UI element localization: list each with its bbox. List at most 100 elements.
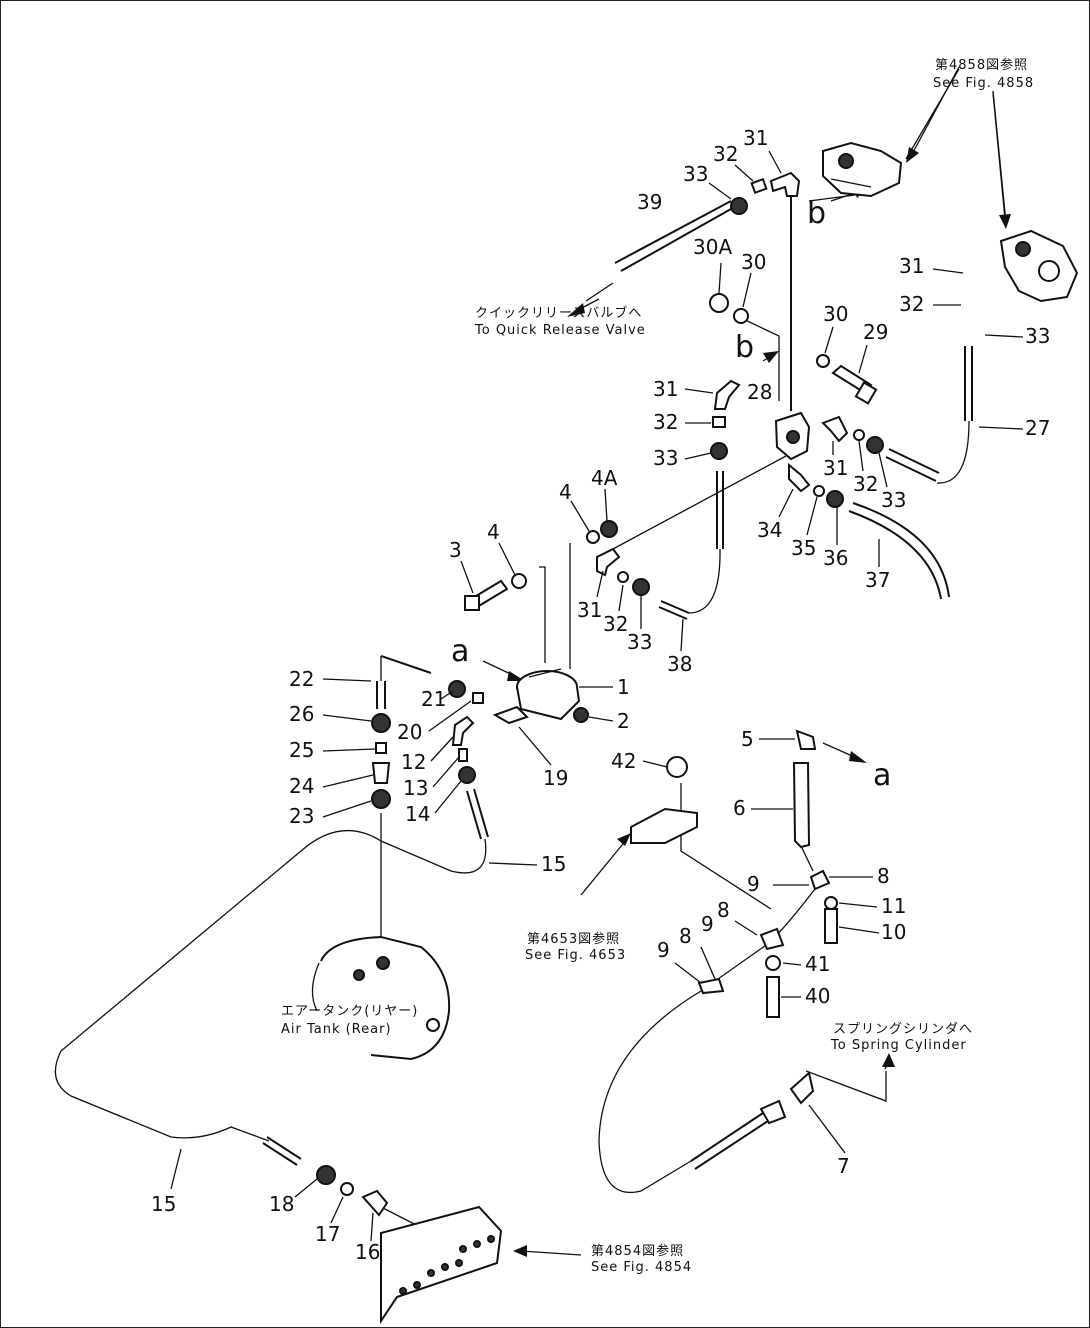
label-28: 28	[747, 380, 772, 404]
elbow-5	[795, 729, 817, 750]
label-31: 31	[653, 377, 678, 401]
label-29: 29	[863, 320, 888, 344]
arrows	[482, 66, 1011, 1257]
nut-30A	[709, 293, 729, 313]
label-41: 41	[805, 952, 830, 976]
label-11: 11	[881, 894, 906, 918]
air-tank-rear	[311, 935, 451, 1061]
label-17: 17	[315, 1222, 340, 1246]
marker-b: b	[735, 330, 754, 365]
label-7: 7	[837, 1154, 850, 1178]
label-9: 9	[747, 872, 760, 896]
part-number-labels: 31 32 33 39 30A 30 30 29 31 28 32 33 31 …	[151, 126, 1050, 1264]
label-13: 13	[403, 776, 428, 800]
label-32: 32	[653, 410, 678, 434]
relay-valve-upper	[822, 141, 903, 198]
hose-6	[792, 762, 811, 849]
note-spring-cyl-en: To Spring Cylinder	[830, 1038, 967, 1053]
label-4A: 4A	[591, 466, 618, 490]
label-1: 1	[617, 675, 630, 699]
reference-markers: a a b b	[451, 196, 891, 793]
label-37: 37	[865, 568, 890, 592]
label-4: 4	[487, 520, 500, 544]
label-30A: 30A	[693, 235, 732, 259]
pipe-lines	[54, 68, 1007, 1254]
note-quick-release-jp: クイックリリースバルブへ	[475, 305, 642, 321]
label-21: 21	[421, 687, 446, 711]
label-39: 39	[637, 190, 662, 214]
tube-22	[380, 655, 432, 674]
label-26: 26	[289, 702, 314, 726]
components	[311, 141, 1079, 1325]
label-31: 31	[743, 126, 768, 150]
label-40: 40	[805, 984, 830, 1008]
label-32: 32	[899, 292, 924, 316]
marker-a: a	[873, 758, 891, 793]
label-8: 8	[717, 898, 730, 922]
marker-a: a	[451, 634, 469, 669]
note-fig4858-en: See Fig. 4858	[933, 76, 1034, 91]
label-15: 15	[541, 852, 566, 876]
label-14: 14	[405, 802, 430, 826]
hose-37	[848, 510, 942, 600]
label-8: 8	[679, 924, 692, 948]
label-9: 9	[657, 938, 670, 962]
leader-lines	[170, 150, 1024, 1242]
label-2: 2	[617, 709, 630, 733]
note-air-tank-en: Air Tank (Rear)	[281, 1022, 392, 1037]
note-spring-cyl-jp: スプリングシリンダへ	[833, 1022, 973, 1037]
label-31: 31	[823, 456, 848, 480]
note-fig4854-jp: 第4854図参照	[591, 1243, 684, 1259]
tube-39	[620, 208, 732, 272]
label-3: 3	[449, 538, 462, 562]
label-34: 34	[757, 518, 782, 542]
label-19: 19	[543, 766, 568, 790]
label-30: 30	[741, 250, 766, 274]
nut-26	[371, 713, 391, 733]
hose-long	[598, 942, 770, 1193]
washer-30	[733, 308, 749, 324]
label-15: 15	[151, 1192, 176, 1216]
label-23: 23	[289, 804, 314, 828]
label-10: 10	[881, 920, 906, 944]
label-36: 36	[823, 546, 848, 570]
label-32: 32	[603, 612, 628, 636]
label-4: 4	[559, 480, 572, 504]
valve-1	[516, 668, 589, 723]
label-20: 20	[397, 720, 422, 744]
label-32: 32	[853, 472, 878, 496]
label-8: 8	[877, 864, 890, 888]
label-33: 33	[881, 488, 906, 512]
note-fig4653-en: See Fig. 4653	[525, 948, 626, 963]
label-35: 35	[791, 536, 816, 560]
hose-7	[690, 1110, 767, 1162]
label-33: 33	[653, 446, 678, 470]
relay-valve-right	[999, 229, 1079, 303]
label-25: 25	[289, 738, 314, 762]
note-air-tank-jp: エアータンク(リヤー)	[281, 1004, 418, 1019]
valve-28	[774, 411, 811, 461]
junction-block-4854	[380, 1205, 503, 1325]
note-fig4653-jp: 第4653図参照	[527, 931, 620, 947]
note-fig4858-jp: 第4858図参照	[935, 57, 1028, 73]
label-12: 12	[401, 750, 426, 774]
label-22: 22	[289, 667, 314, 691]
tube-15	[466, 790, 482, 840]
label-33: 33	[627, 630, 652, 654]
elbow-19	[492, 705, 529, 725]
bolt-10	[824, 908, 838, 944]
note-quick-release-en: To Quick Release Valve	[474, 323, 646, 338]
label-5: 5	[741, 727, 754, 751]
reference-notes: 第4858図参照 See Fig. 4858 クイックリリースバルブへ To Q…	[281, 57, 1034, 1275]
label-27: 27	[1025, 416, 1050, 440]
label-32: 32	[713, 142, 738, 166]
elbow-31-top	[769, 171, 801, 197]
label-42: 42	[611, 749, 636, 773]
marker-b: b	[807, 196, 826, 231]
label-9: 9	[701, 912, 714, 936]
label-31: 31	[899, 254, 924, 278]
note-fig4854-en: See Fig. 4854	[591, 1260, 692, 1275]
label-33: 33	[1025, 324, 1050, 348]
